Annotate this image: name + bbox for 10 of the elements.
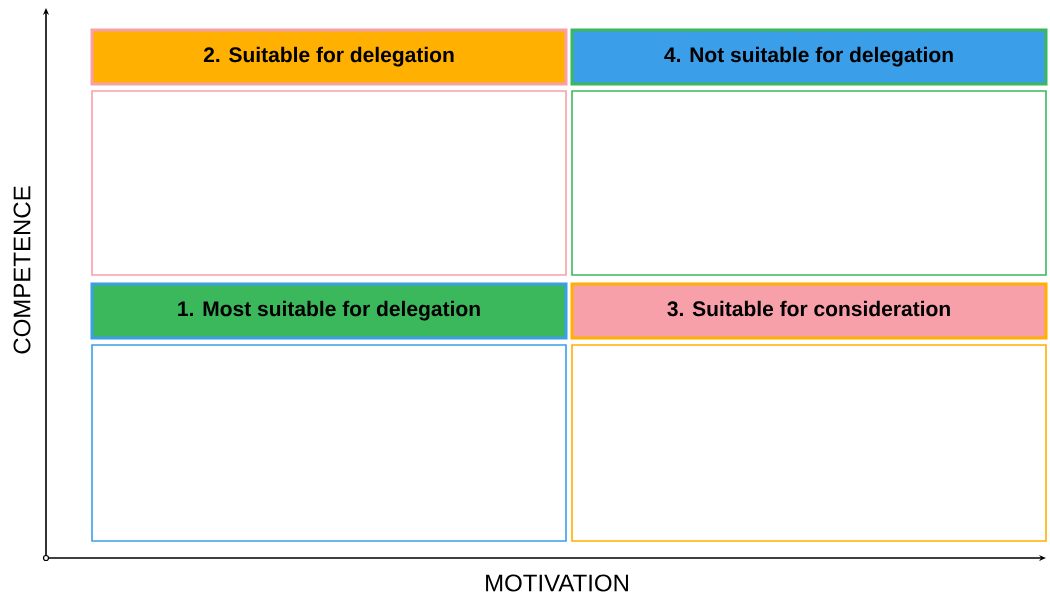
axis-label: COMPETENCE	[13, 186, 31, 354]
empty-box	[571, 90, 1047, 276]
header-bar: 4. Not suitable for delegation	[570, 28, 1048, 86]
header-bar: 1. Most suitable for delegation	[90, 282, 568, 340]
header-bar: 2. Suitable for delegation	[90, 28, 568, 86]
axis-label: MOTIVATION	[486, 574, 628, 592]
header-bar: 3. Suitable for consideration	[570, 282, 1048, 340]
empty-box	[91, 344, 567, 542]
empty-box	[571, 344, 1047, 542]
empty-box	[91, 90, 567, 276]
